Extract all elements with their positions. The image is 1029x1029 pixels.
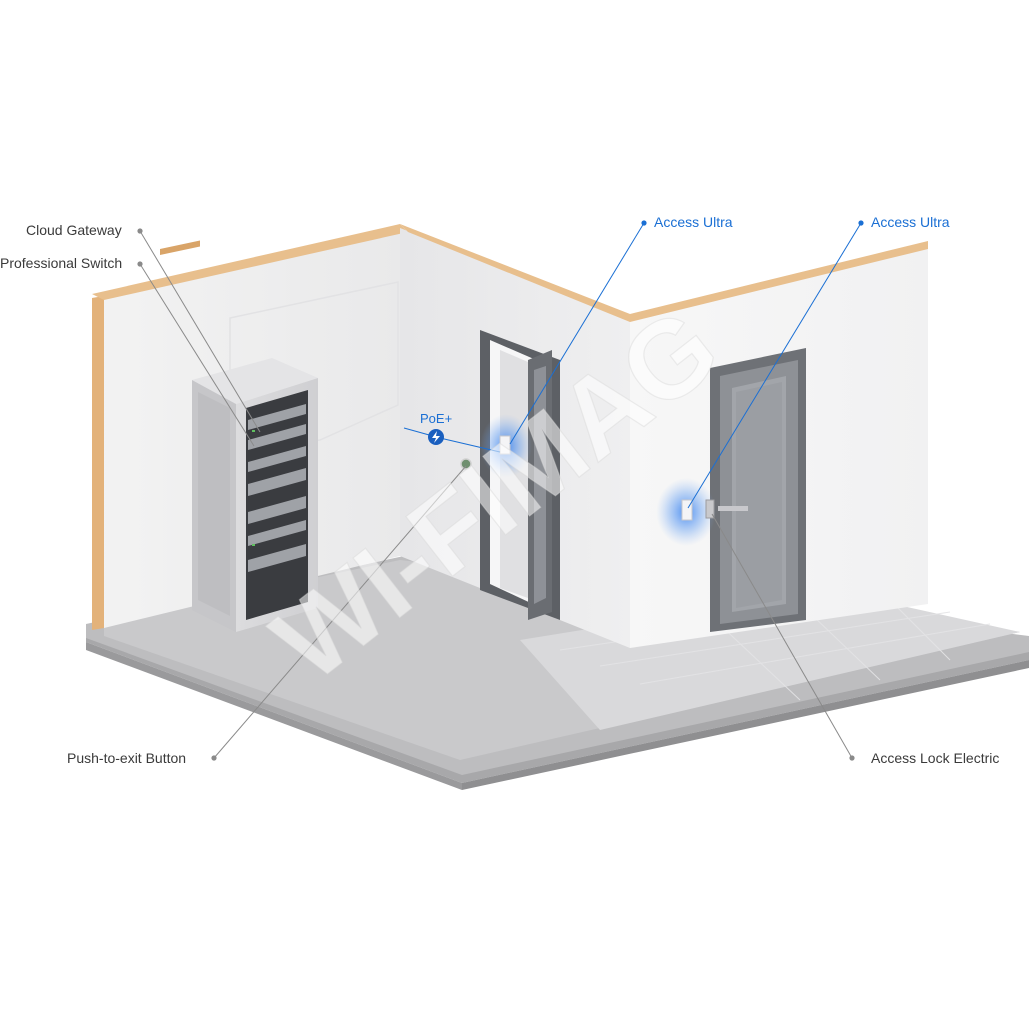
access-ultra-device-1: [499, 435, 511, 455]
door-wall: [400, 224, 630, 648]
server-rack: [192, 358, 318, 632]
right-wall: [630, 241, 928, 648]
label-professional-switch: Professional Switch: [0, 255, 123, 271]
label-push-to-exit: Push-to-exit Button: [67, 750, 187, 766]
access-ultra-device-2: [681, 499, 693, 521]
access-lock-device: [705, 499, 715, 519]
lightning-bolt-icon: [428, 429, 444, 445]
label-cloud-gateway: Cloud Gateway: [26, 222, 122, 238]
label-access-lock: Access Lock Electric: [871, 750, 1000, 766]
label-access-ultra-1: Access Ultra: [654, 214, 733, 230]
leader-lines: [139, 230, 853, 759]
label-poe: PoE+: [420, 411, 453, 426]
label-access-ultra-2: Access Ultra: [871, 214, 950, 230]
